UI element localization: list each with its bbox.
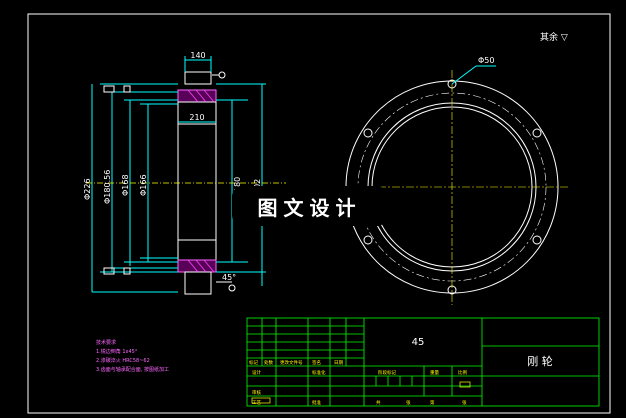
part-name: 刚 轮: [527, 354, 553, 368]
weight-label: 重量: [430, 369, 439, 376]
standard-label: 标准化: [312, 369, 326, 376]
bolt-hole: [363, 128, 373, 138]
watermark-text: 图文设计: [257, 195, 362, 220]
bolt-hole: [532, 128, 542, 138]
dim-top-width: 140: [190, 51, 205, 60]
row-label-date: 日期: [334, 360, 343, 366]
ring-body: [177, 101, 217, 261]
material-label: 45: [412, 337, 425, 348]
small-box: [251, 397, 271, 404]
row-label-mark: 标记: [249, 359, 258, 366]
small-box: [459, 381, 471, 388]
tech-notes-title: 技术要求: [96, 339, 116, 346]
tech-note-line: 2.渗碳淬火 HRC58~62: [96, 357, 150, 364]
bolt-hole: [363, 235, 373, 245]
approve-label: 批准: [312, 399, 321, 406]
dim-dia-168: Φ168: [121, 174, 130, 196]
stage-label: 阶段标记: [378, 369, 396, 376]
row-label-count: 处数: [264, 359, 273, 366]
watermark-badge: 图文设计: [232, 186, 387, 226]
section-view: [86, 56, 286, 295]
dim-hole-dia: Φ50: [478, 56, 494, 65]
row-label-sign: 签名: [312, 359, 321, 366]
corner-roughness-note: 其余 ▽: [540, 31, 568, 43]
tech-note-line: 1.锐边倒角 1x45°: [96, 348, 138, 355]
dim-pitch-dia: Φ180.56: [103, 170, 112, 204]
top-flange: [184, 71, 212, 85]
row-label-changefile: 更改文件号: [280, 359, 303, 366]
drawing-border: [27, 13, 611, 414]
sheets-total-label: 共: [376, 399, 381, 406]
tech-note-line: 3.齿面与轴承配合面, 按图纸加工: [96, 366, 169, 373]
bolt-hole: [532, 235, 542, 245]
designer-label: 设计: [252, 369, 261, 376]
review-label: 审核: [252, 389, 261, 396]
sheets-unit-label: 张: [406, 399, 411, 406]
scale-label: 比例: [458, 369, 467, 376]
dim-bottom-angle: 45°: [222, 273, 236, 282]
sheet-number-label: 第: [430, 399, 435, 406]
title-block: [246, 317, 600, 407]
dim-height-180: 180: [233, 177, 242, 192]
dim-dia-166: Φ166: [139, 174, 148, 196]
dim-outer-dia: Φ226: [83, 178, 92, 200]
dim-inner-width: 210: [189, 113, 204, 122]
process-label: 工艺: [252, 400, 261, 406]
sheet-number-unit: 张: [462, 399, 467, 406]
bottom-flange: [184, 271, 212, 295]
